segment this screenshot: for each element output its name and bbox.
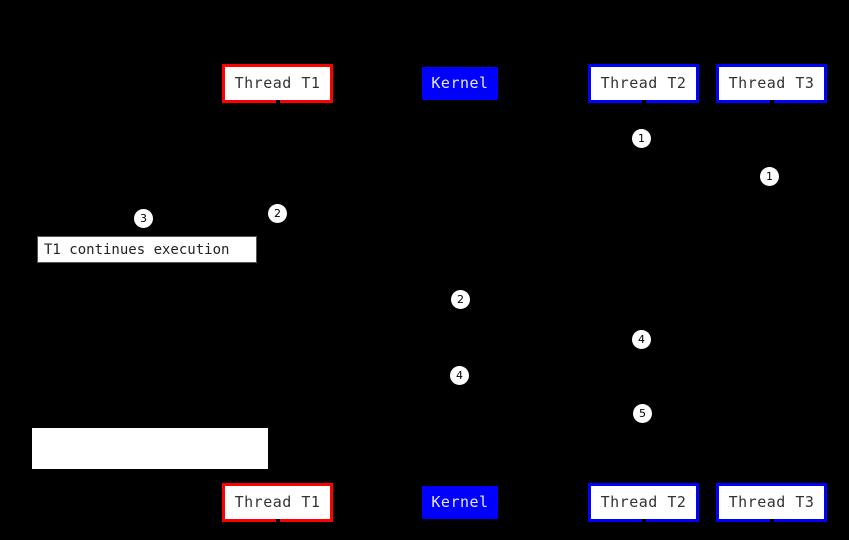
- participant-t2[interactable]: Thread T2: [588, 64, 699, 105]
- badge-label: 4: [638, 333, 645, 346]
- participant-label: Thread T2: [600, 493, 687, 511]
- participant-t2b[interactable]: Thread T2: [588, 483, 699, 524]
- participant-label: Kernel: [431, 74, 489, 92]
- participant-label: Thread T2: [600, 74, 687, 92]
- participant-label: Thread T1: [234, 74, 321, 92]
- note-text: T1 continues execution: [44, 241, 230, 258]
- badge-t3-1: 1: [760, 167, 779, 186]
- badge-label: 3: [140, 212, 147, 225]
- note-t1-continues: T1 continues execution: [37, 236, 257, 263]
- badge-t1-3: 3: [134, 209, 153, 228]
- badge-t2-4: 4: [632, 330, 651, 349]
- badge-label: 4: [456, 369, 463, 382]
- badge-t2-1: 1: [632, 129, 651, 148]
- participant-t1b[interactable]: Thread T1: [222, 483, 333, 524]
- participant-label: Thread T1: [234, 493, 321, 511]
- lifeline-t2: [643, 103, 644, 483]
- badge-kernel-4: 4: [450, 366, 469, 385]
- lifeline-t1: [277, 103, 278, 483]
- badge-label: 1: [638, 132, 645, 145]
- badge-kernel-2: 2: [451, 290, 470, 309]
- badge-label: 5: [639, 407, 646, 420]
- participant-t3b[interactable]: Thread T3: [716, 483, 827, 524]
- participant-t1[interactable]: Thread T1: [222, 64, 333, 105]
- participant-label: Kernel: [431, 493, 489, 511]
- badge-t2-5: 5: [633, 404, 652, 423]
- participant-kernelb[interactable]: Kernel: [422, 486, 498, 519]
- badge-label: 1: [766, 170, 773, 183]
- badge-label: 2: [457, 293, 464, 306]
- participant-label: Thread T3: [728, 74, 815, 92]
- lifeline-t3: [771, 103, 772, 483]
- badge-label: 2: [274, 207, 281, 220]
- badge-t1-2: 2: [268, 204, 287, 223]
- participant-kernel[interactable]: Kernel: [422, 67, 498, 100]
- participant-t3[interactable]: Thread T3: [716, 64, 827, 105]
- note-blank: [32, 428, 268, 469]
- participant-label: Thread T3: [728, 493, 815, 511]
